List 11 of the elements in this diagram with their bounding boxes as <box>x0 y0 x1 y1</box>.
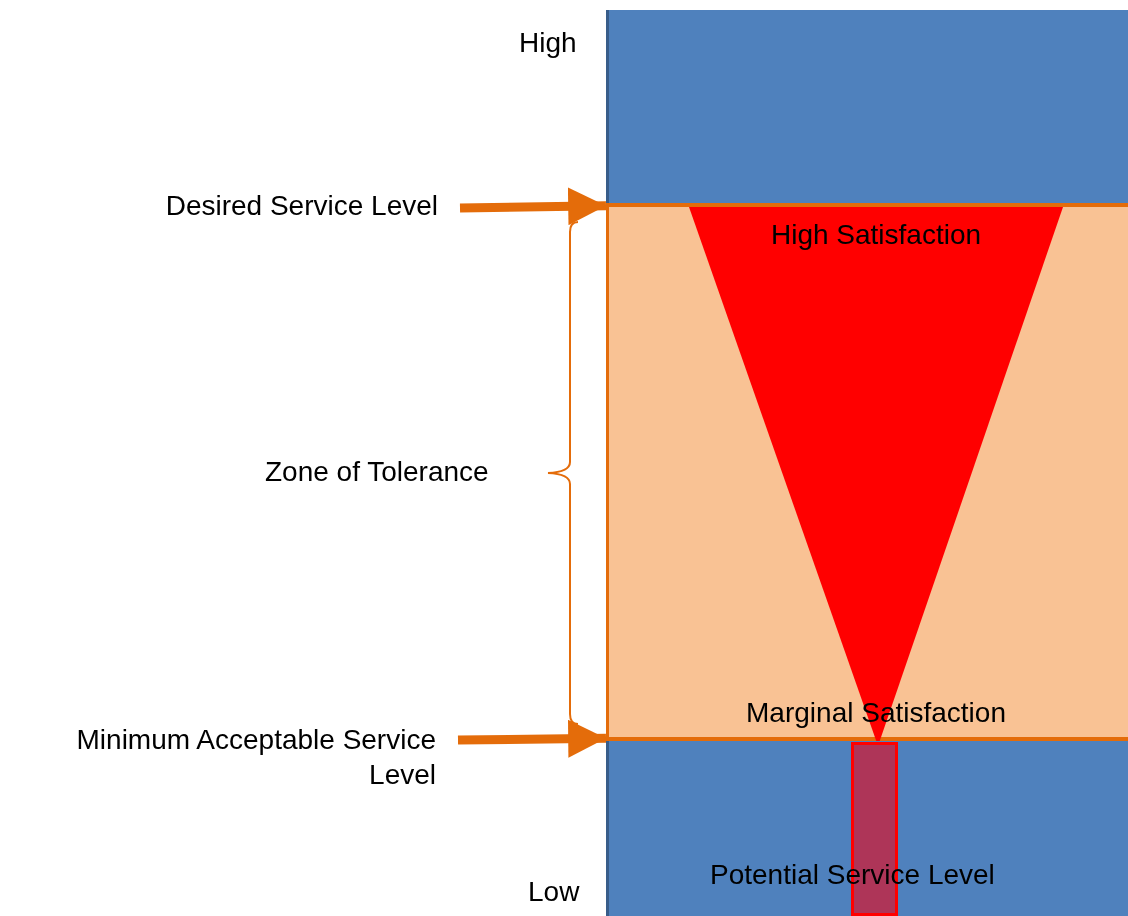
axis-label: Low <box>528 876 580 908</box>
level-label: Desired Service Level <box>100 188 438 228</box>
top-band <box>606 10 1128 205</box>
axis-label: High <box>519 27 577 59</box>
arrow <box>457 719 607 758</box>
band-text: High Satisfaction <box>769 219 983 251</box>
tolerance-band <box>606 203 1128 741</box>
level-label: Minimum Acceptable Service Level <box>8 722 436 804</box>
arrow <box>459 187 607 226</box>
bottom-band <box>606 741 1128 916</box>
axis-label: Zone of Tolerance <box>265 456 489 488</box>
